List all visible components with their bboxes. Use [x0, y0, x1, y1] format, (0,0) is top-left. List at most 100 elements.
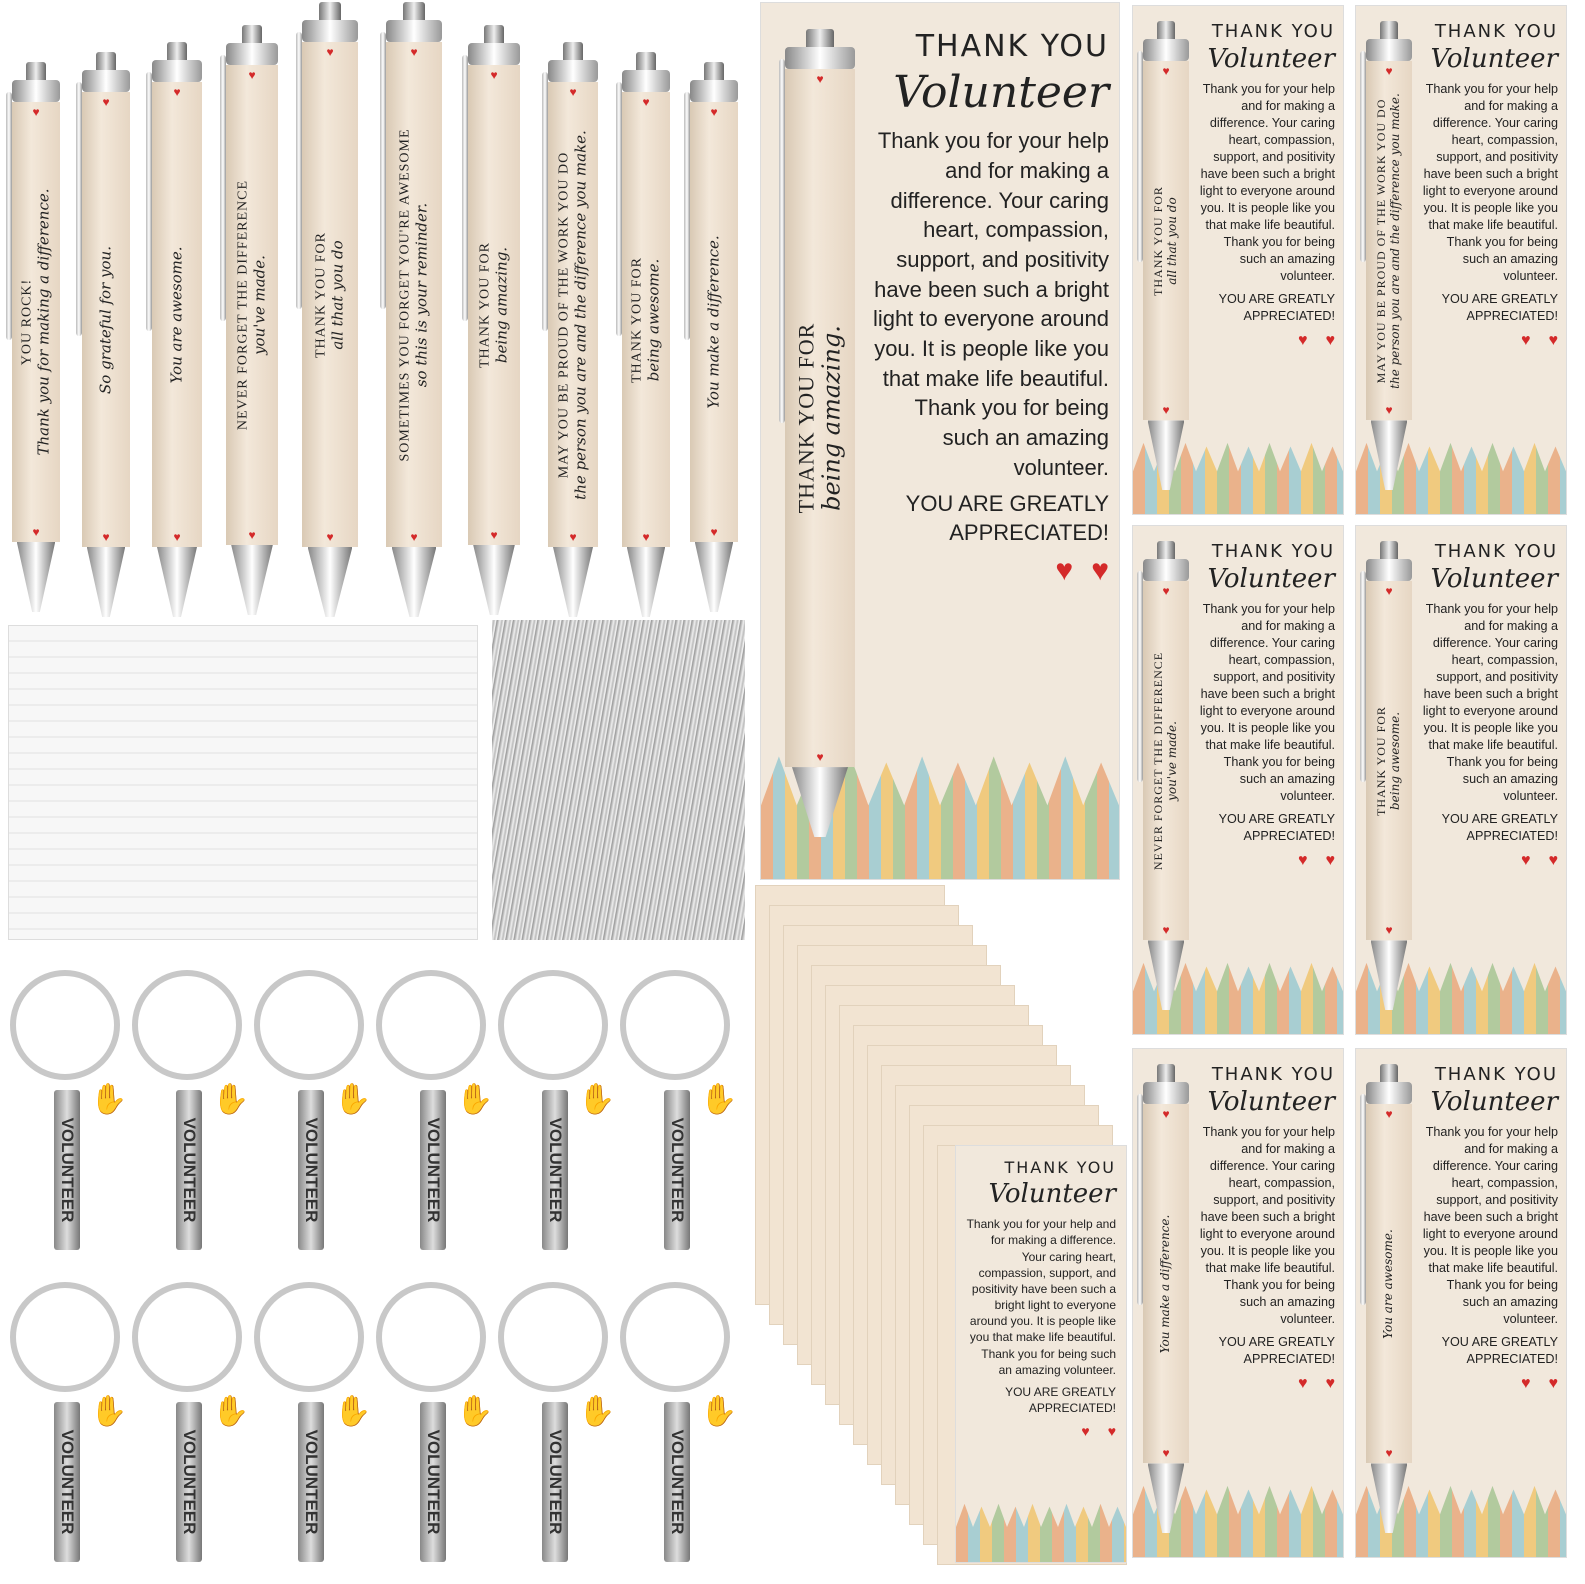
heart-icon: ♥ — [1385, 403, 1393, 418]
pen-text-line2: the person you are and the difference yo… — [1388, 93, 1402, 389]
volunteer-charm: VOLUNTEER — [176, 1090, 202, 1250]
pen-text-line2: all that you do — [328, 239, 347, 350]
pen-text-line2: you've made. — [1165, 720, 1179, 801]
pen-clip — [296, 32, 302, 309]
heart-icon: ♥ — [1162, 1446, 1170, 1461]
pen-ring — [690, 80, 738, 102]
pen-barrel: THANK YOU FOR being awesome. ♥ ♥ — [622, 92, 670, 547]
volunteer-charm: VOLUNTEER — [176, 1402, 202, 1562]
heart-icon: ♥ — [410, 45, 418, 59]
heart-icon: ♥ — [1385, 923, 1393, 938]
pen: THANK YOU FOR being amazing. ♥ ♥ — [779, 29, 855, 838]
pen-barrel: THANK YOU FOR all that you do ♥ ♥ — [302, 42, 358, 547]
hand-heart-charm-icon: ✋ — [90, 1395, 128, 1428]
pen-tip — [86, 547, 126, 617]
volunteer-keychain: VOLUNTEER ✋ — [498, 1282, 623, 1572]
volunteer-charm: VOLUNTEER — [542, 1090, 568, 1250]
volunteer-keychain: VOLUNTEER ✋ — [498, 970, 623, 1260]
pen: SOMETIMES YOU FORGET YOU'RE AWESOME so t… — [380, 2, 442, 617]
packaged-pen-card: THANK YOU Volunteer Thank you for your h… — [1132, 1048, 1344, 1558]
pen-text-line2: so this is your reminder. — [412, 202, 431, 387]
card-message: Thank you for your help and for making a… — [1422, 602, 1558, 804]
card-subtitle: Volunteer — [1207, 1086, 1336, 1117]
volunteer-keychain: VOLUNTEER✋ — [620, 970, 745, 1260]
volunteer-charm: VOLUNTEER — [542, 1402, 568, 1562]
pen-button — [26, 62, 46, 80]
card-closing: YOU ARE GREATLY APPRECIATED! — [1218, 812, 1335, 844]
pen-clip — [146, 72, 152, 331]
pen-clip — [542, 72, 548, 331]
heart-icon: ♥ — [1162, 1107, 1170, 1122]
hand-heart-charm-icon: ✋ — [334, 1083, 372, 1116]
pen-clip — [220, 55, 226, 321]
pen-ring — [468, 43, 520, 65]
card-title: THANK YOU — [1434, 541, 1558, 563]
heart-icon: ♥ — [816, 72, 824, 87]
pen-tip — [307, 547, 353, 617]
hand-heart-charm-icon: ✋ — [334, 1395, 372, 1428]
pen-ring — [1366, 559, 1412, 582]
heart-icon: ♥ — [569, 530, 577, 544]
pen-button — [1379, 21, 1399, 40]
card-message: Thank you for your help and for making a… — [1422, 1125, 1558, 1327]
hand-heart-charm-icon: ✋ — [578, 1395, 616, 1428]
card-title: THANK YOU — [1211, 1064, 1335, 1086]
hand-heart-charm-icon: ✋ — [578, 1083, 616, 1116]
heart-icon: ♥ — [1325, 852, 1336, 870]
card-message: Thank you for your help and for making a… — [872, 128, 1109, 480]
heart-icon: ♥ — [1325, 1375, 1336, 1393]
pen-clip — [380, 32, 386, 309]
key-ring — [498, 1282, 608, 1392]
pen-clip — [1360, 571, 1366, 783]
card-message: Thank you for your help and for making a… — [1199, 82, 1335, 284]
pen-button — [1379, 1064, 1399, 1083]
card-message: Thank you for your help and for making a… — [966, 1217, 1116, 1377]
key-ring — [376, 970, 486, 1080]
pen-button — [96, 52, 116, 70]
key-ring — [10, 1282, 120, 1392]
hand-heart-charm-icon: ✋ — [700, 1395, 738, 1428]
card-subtitle: Volunteer — [1430, 1086, 1559, 1117]
card-subtitle: Volunteer — [988, 1178, 1117, 1209]
pen-text-line1: THANK YOU FOR — [793, 322, 819, 514]
heart-icon: ♥ — [1162, 584, 1170, 599]
heart-icon: ♥ — [642, 95, 650, 109]
pen-button — [563, 42, 583, 60]
key-ring — [10, 970, 120, 1080]
pen-clip — [462, 55, 468, 321]
pen-text-line2: You are awesome. — [167, 245, 186, 384]
heart-icon: ♥ — [1055, 553, 1074, 587]
pen-barrel: YOU ROCK! Thank you for making a differe… — [12, 102, 60, 542]
pen-clip — [6, 92, 12, 340]
packaged-pen-card: THANK YOU Volunteer Thank you for your h… — [1355, 5, 1567, 515]
thank-you-card: THANK YOU Volunteer Thank you for your h… — [955, 1145, 1127, 1563]
volunteer-charm: VOLUNTEER — [664, 1402, 690, 1562]
pen-text-line1: THANK YOU FOR — [477, 241, 493, 369]
pen-ring — [1143, 559, 1189, 582]
heart-icon: ♥ — [1548, 852, 1559, 870]
pen-tip — [1370, 420, 1408, 491]
volunteer-keychain: VOLUNTEER✋ — [10, 970, 135, 1260]
pen-button — [1156, 541, 1176, 560]
pen-ring — [1366, 1082, 1412, 1105]
raised-hands-illustration — [956, 1503, 1126, 1562]
pen-button — [1156, 1064, 1176, 1083]
volunteer-keychain: VOLUNTEER ✋ — [620, 1282, 745, 1572]
heart-icon: ♥ — [1521, 332, 1531, 350]
key-ring — [620, 970, 730, 1080]
pen-tip — [16, 542, 56, 612]
volunteer-keychain: VOLUNTEER✋ — [376, 1282, 501, 1572]
pen-barrel: THANK YOU FOR being amazing. ♥ ♥ — [785, 69, 855, 768]
heart-icon: ♥ — [1162, 64, 1170, 79]
volunteer-charm: VOLUNTEER — [54, 1402, 80, 1562]
packaged-pen-card: THANK YOU Volunteer Thank you for your h… — [760, 2, 1120, 880]
pen-button — [241, 25, 263, 43]
pen: THANK YOU FOR being awesome. ♥ ♥ — [616, 52, 670, 617]
heart-icon: ♥ — [326, 530, 334, 544]
pen: THANK YOU FOR all that you do ♥ ♥ — [296, 2, 358, 617]
heart-icon: ♥ — [816, 750, 824, 765]
heart-icon: ♥ — [102, 95, 110, 109]
pen-button — [806, 29, 834, 48]
packaged-pen-card: THANK YOU Volunteer Thank you for your h… — [1132, 5, 1344, 515]
pen-button — [636, 52, 656, 70]
